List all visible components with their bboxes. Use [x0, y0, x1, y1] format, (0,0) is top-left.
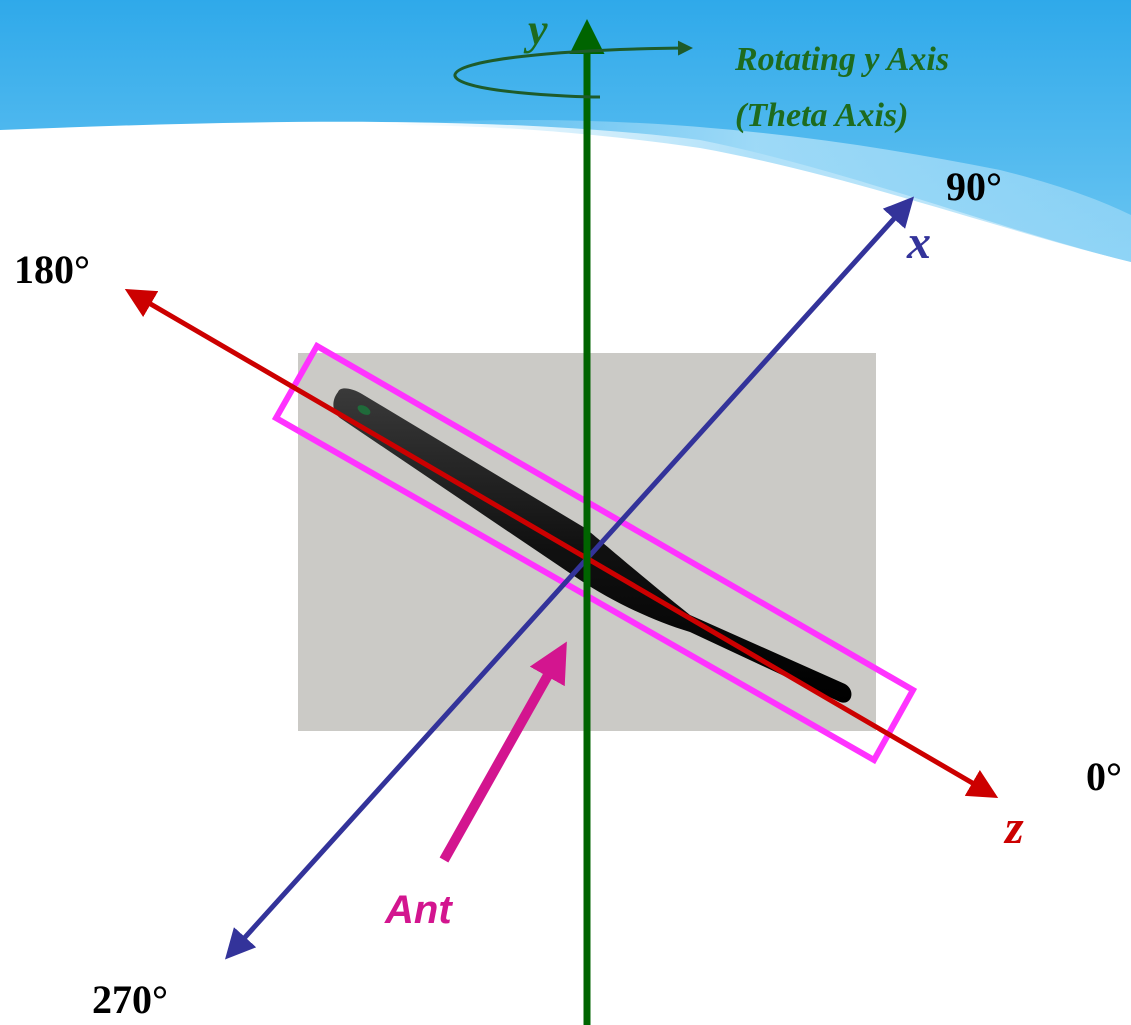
rotation-arrow: [453, 40, 693, 99]
angle-0-label: 0°: [1086, 754, 1122, 799]
z-axis-label: z: [1003, 801, 1024, 854]
y-axis-label: y: [523, 5, 548, 54]
angle-270-label: 270°: [92, 977, 168, 1022]
z-axis: [124, 288, 999, 799]
rotation-label-line2: (Theta Axis): [735, 97, 908, 134]
header-wave: [0, 0, 1131, 262]
antenna-label: Ant: [384, 888, 453, 932]
angle-90-label: 90°: [946, 164, 1002, 209]
ant-pointer-arrow: [439, 641, 567, 863]
angle-180-label: 180°: [14, 247, 90, 292]
x-axis-label: x: [906, 216, 931, 269]
rotation-label-line1: Rotating y Axis: [734, 41, 949, 78]
